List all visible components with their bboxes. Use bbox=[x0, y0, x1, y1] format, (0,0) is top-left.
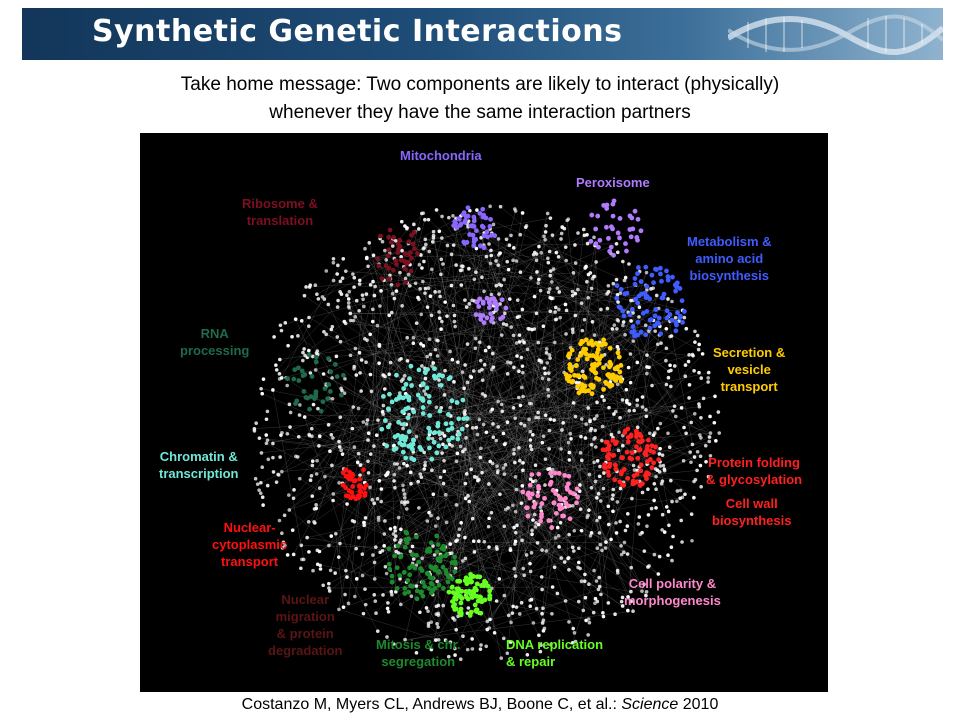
cluster-nuclear_cyto bbox=[340, 467, 369, 502]
label-mitochondria: Mitochondria bbox=[400, 148, 482, 163]
citation-year: 2010 bbox=[682, 696, 719, 713]
cluster-protein_folding bbox=[600, 426, 662, 488]
title-banner: Synthetic Genetic Interactions bbox=[22, 8, 943, 60]
network-nodes bbox=[252, 204, 722, 662]
citation-journal: Science bbox=[621, 696, 679, 713]
citation: Costanzo M, Myers CL, Andrews BJ, Boone … bbox=[0, 696, 960, 714]
label-metabolism: Metabolism & amino acid biosynthesis bbox=[687, 234, 772, 283]
cluster-ribosome bbox=[375, 227, 420, 288]
label-ribosome-translation: Ribosome & translation bbox=[242, 196, 318, 228]
network-graph bbox=[252, 198, 722, 662]
take-home-message-line-2: whenever they have the same interaction … bbox=[269, 102, 691, 123]
label-mitosis: Mitosis & chr. segregation bbox=[376, 637, 461, 669]
cluster-mitochondria bbox=[451, 205, 498, 251]
cluster-rna bbox=[285, 352, 346, 414]
label-chromatin: Chromatin & transcription bbox=[159, 449, 239, 481]
dna-helix-icon bbox=[728, 14, 943, 56]
citation-authors: Costanzo M, Myers CL, Andrews BJ, Boone … bbox=[241, 696, 617, 713]
label-dna-replication: DNA replication & repair bbox=[506, 637, 604, 669]
cluster-dna_replication bbox=[446, 571, 493, 618]
label-nuclear-cytoplasmic: Nuclear- cytoplasmic transport bbox=[212, 520, 288, 569]
cluster-chromatin bbox=[379, 363, 470, 463]
label-protein-folding: Protein folding & glycosylation bbox=[706, 455, 803, 487]
slide-title: Synthetic Genetic Interactions bbox=[92, 14, 623, 49]
label-cell-wall: Cell wall biosynthesis bbox=[712, 496, 792, 528]
cluster-metabolism bbox=[614, 264, 687, 339]
genetic-interaction-network: Mitochondria Ribosome & translation Pero… bbox=[140, 133, 828, 692]
take-home-message-line-1: Take home message: Two components are li… bbox=[180, 74, 780, 95]
label-nuclear-migration: Nuclear migration & protein degradation bbox=[268, 592, 343, 658]
cluster-peroxisome bbox=[473, 295, 509, 326]
cluster-secretion bbox=[563, 337, 624, 397]
label-secretion: Secretion & vesicle transport bbox=[713, 345, 786, 394]
label-cell-polarity: Cell polarity & morphogenesis bbox=[624, 576, 721, 608]
cluster-peroxisome bbox=[588, 198, 644, 258]
label-rna-processing: RNA processing bbox=[180, 326, 250, 358]
label-peroxisome: Peroxisome bbox=[576, 175, 650, 190]
cluster-cell_polarity bbox=[520, 470, 580, 530]
cluster-mitosis bbox=[386, 529, 458, 602]
